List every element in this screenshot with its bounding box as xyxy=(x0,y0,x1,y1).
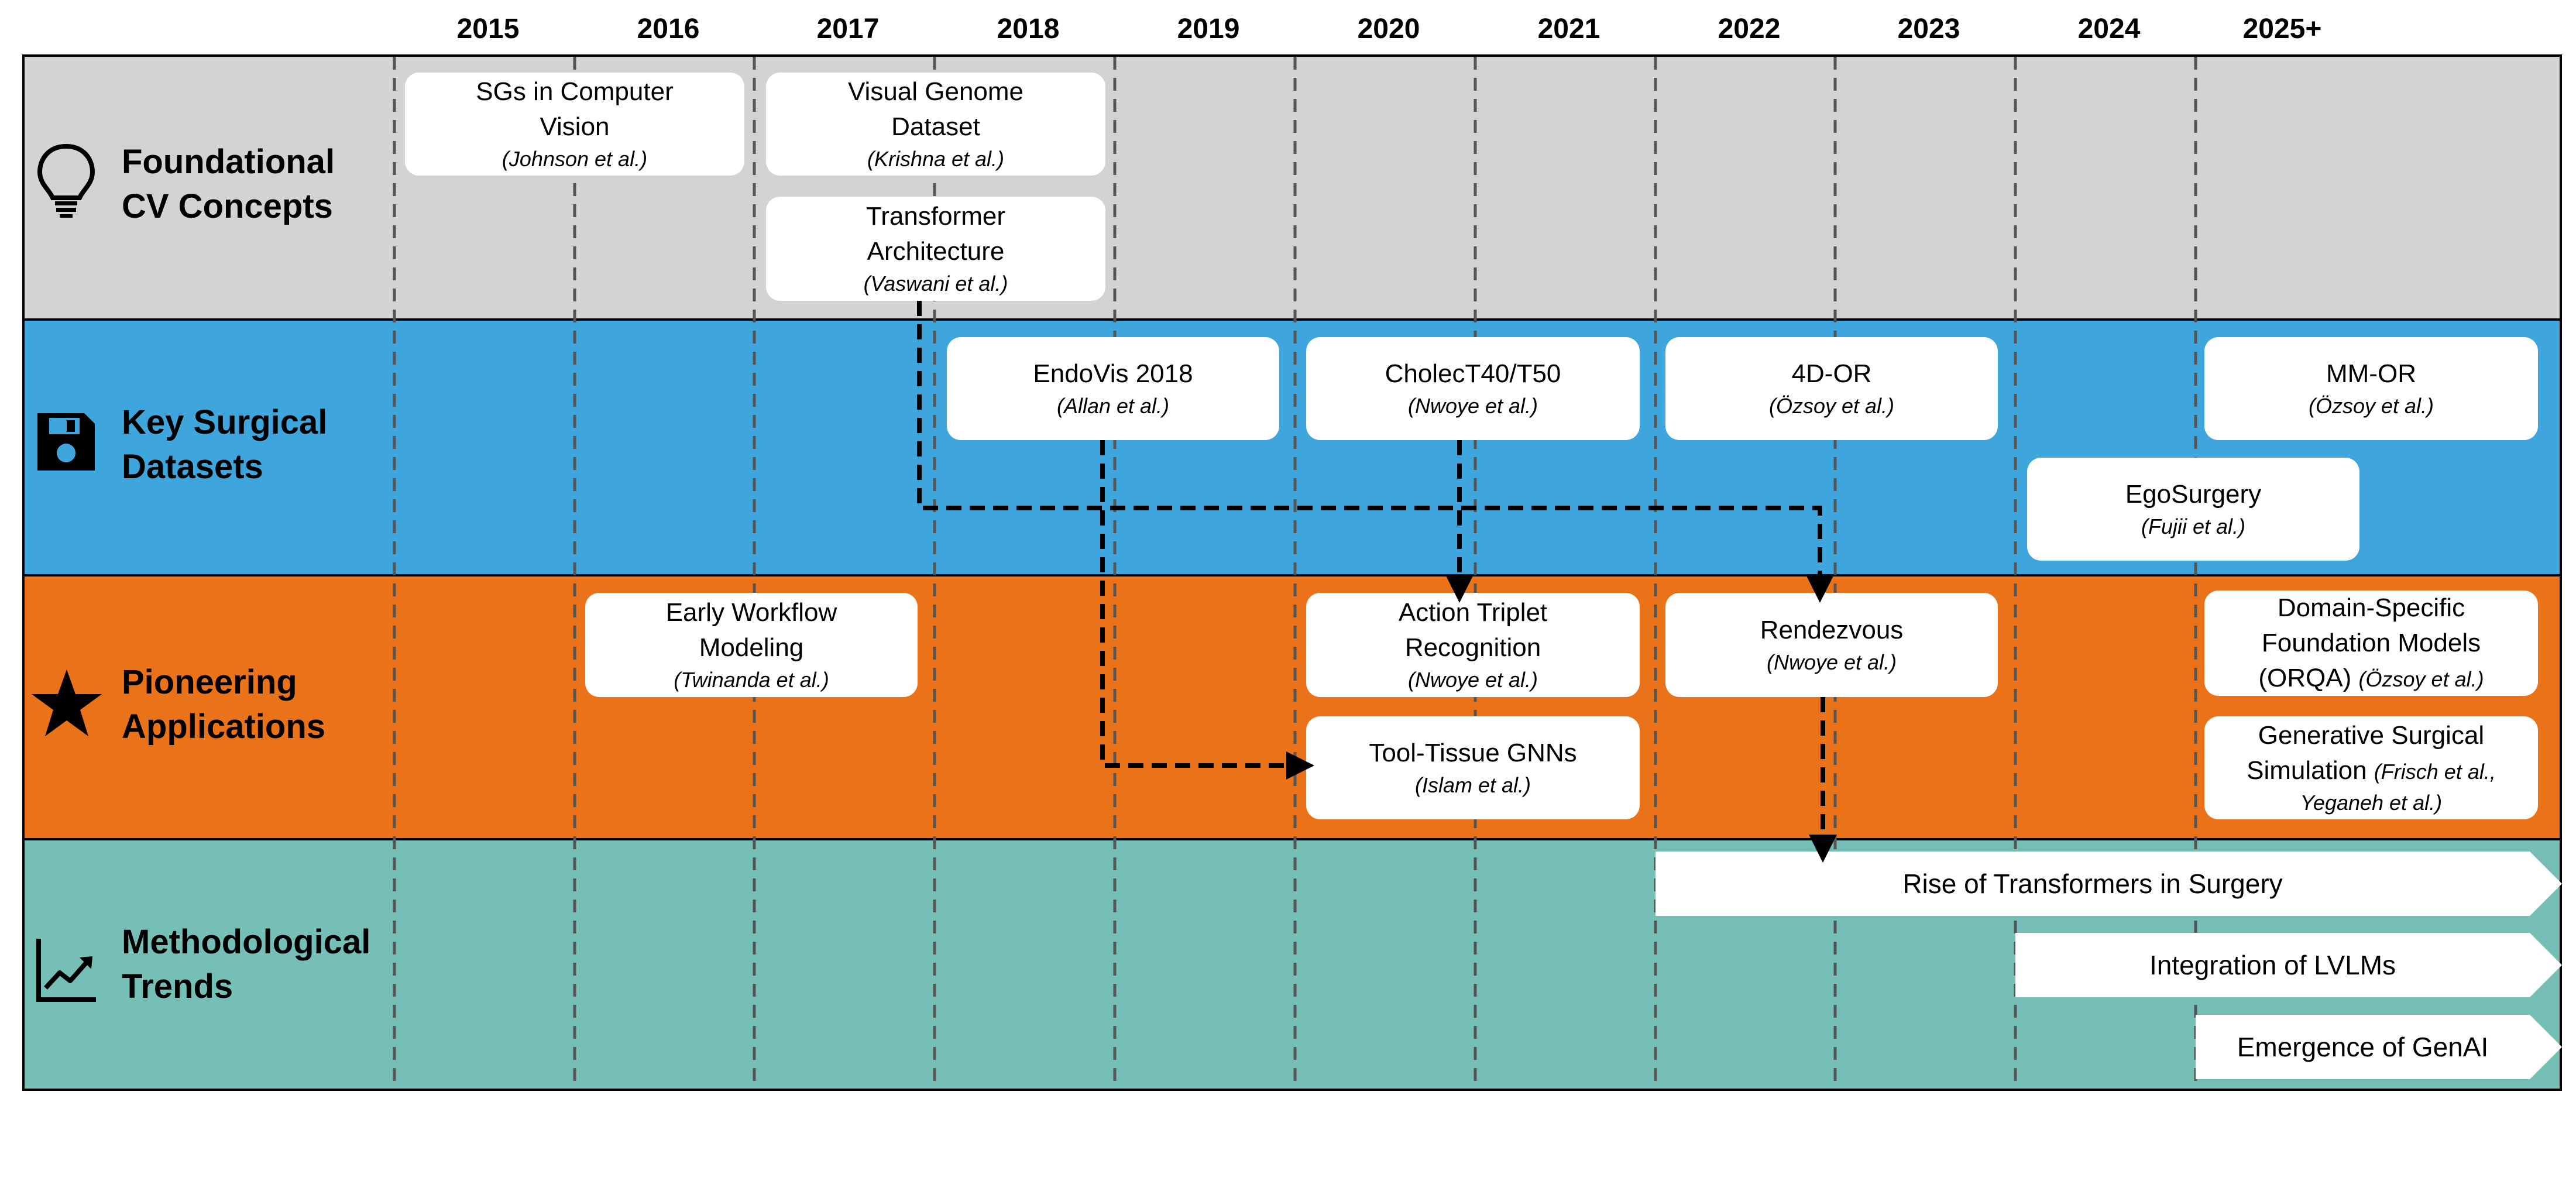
card-title: Transformer xyxy=(866,202,1005,231)
card-title: SGs in Computer xyxy=(476,77,674,106)
year-label: 2019 xyxy=(1177,13,1240,44)
card-citation: Yeganeh et al.) xyxy=(2300,791,2443,815)
card-tool-tissue-gnns: Tool-Tissue GNNs (Islam et al.) xyxy=(1306,716,1640,819)
card-citation: (Fujii et al.) xyxy=(2141,514,2246,538)
lane-label-line: CV Concepts xyxy=(122,187,333,225)
card-title: Simulation xyxy=(2247,756,2367,785)
card-title: Foundation Models xyxy=(2261,629,2481,657)
trend-label: Integration of LVLMs xyxy=(2149,950,2396,980)
trend-arrow-integration-of-lvlms: Integration of LVLMs xyxy=(2015,933,2562,997)
card-egosurgery: EgoSurgery (Fujii et al.) xyxy=(2027,458,2359,561)
card-title: Domain-Specific xyxy=(2277,593,2465,622)
card-title: Visual Genome xyxy=(847,77,1024,106)
lane-label-line: Pioneering xyxy=(122,663,297,701)
card-transformer-architecture: Transformer Architecture (Vaswani et al.… xyxy=(766,197,1105,301)
card-mm-or: MM-OR (Özsoy et al.) xyxy=(2204,337,2538,440)
card-title: (ORQA) xyxy=(2258,664,2352,692)
card-action-triplet-recognition: Action Triplet Recognition (Nwoye et al.… xyxy=(1306,593,1640,697)
card-endovis-2018: EndoVis 2018 (Allan et al.) xyxy=(947,337,1279,440)
lane-label-line: Foundational xyxy=(122,143,335,181)
card-early-workflow-modeling: Early Workflow Modeling (Twinanda et al.… xyxy=(585,593,918,697)
trend-label: Emergence of GenAI xyxy=(2237,1032,2489,1062)
card-citation: (Nwoye et al.) xyxy=(1407,394,1538,418)
card-citation: (Twinanda et al.) xyxy=(674,668,829,692)
card-citation: (Krishna et al.) xyxy=(867,147,1005,171)
card-title: Dataset xyxy=(891,112,980,141)
card-citation: (Allan et al.) xyxy=(1056,394,1170,418)
year-label: 2020 xyxy=(1357,13,1420,44)
card-citation: (Özsoy et al.) xyxy=(1768,394,1895,418)
card-citation: (Johnson et al.) xyxy=(502,147,648,171)
lane-label-trends: Methodological Trends xyxy=(122,920,370,1009)
card-title: Modeling xyxy=(699,633,804,662)
trend-chart-icon xyxy=(36,939,96,1002)
trend-arrow-emergence-of-genai: Emergence of GenAI xyxy=(2196,1015,2562,1079)
lane-label-foundational: Foundational CV Concepts xyxy=(122,140,335,229)
year-label: 2021 xyxy=(1537,13,1600,44)
card-citation: (Vaswani et al.) xyxy=(863,272,1008,296)
year-label: 2017 xyxy=(816,13,880,44)
card-title: Generative Surgical xyxy=(2258,721,2485,750)
lane-label-line: Key Surgical xyxy=(122,403,328,441)
year-label: 2025+ xyxy=(2242,13,2322,44)
lane-label-line: Methodological xyxy=(122,923,371,961)
star-icon xyxy=(32,670,102,736)
card-4d-or: 4D-OR (Özsoy et al.) xyxy=(1665,337,1998,440)
lane-label-line: Applications xyxy=(122,708,326,746)
lightbulb-icon xyxy=(37,143,95,218)
year-label: 2023 xyxy=(1897,13,1960,44)
lane-label-line: Datasets xyxy=(122,448,263,486)
card-title: Tool-Tissue GNNs xyxy=(1369,739,1577,767)
card-title: Action Triplet xyxy=(1398,598,1548,627)
card-generative-surgical-simulation: Generative Surgical Simulation (Frisch e… xyxy=(2204,716,2538,819)
lane-label-applications: Pioneering Applications xyxy=(122,660,325,749)
year-label: 2016 xyxy=(637,13,700,44)
card-title-with-citation: Simulation (Frisch et al., xyxy=(2247,753,2496,788)
card-citation: (Islam et al.) xyxy=(1414,773,1531,797)
card-title: Rendezvous xyxy=(1760,616,1904,644)
lane-label-datasets: Key Surgical Datasets xyxy=(122,400,327,489)
card-sgs-in-computer-vision: SGs in Computer Vision (Johnson et al.) xyxy=(405,73,744,176)
lane-pioneering-applications xyxy=(22,574,2562,840)
card-domain-specific-foundation-models: Domain-Specific Foundation Models (ORQA)… xyxy=(2204,591,2538,696)
year-label: 2022 xyxy=(1718,13,1781,44)
card-citation: (Özsoy et al.) xyxy=(2358,667,2484,691)
card-cholect40-t50: CholecT40/T50 (Nwoye et al.) xyxy=(1306,337,1640,440)
card-title: EgoSurgery xyxy=(2125,480,2262,509)
card-title: Vision xyxy=(540,112,610,141)
trend-label: Rise of Transformers in Surgery xyxy=(1902,869,2283,899)
floppy-disk-icon xyxy=(37,413,95,471)
lane-foundational-cv-concepts xyxy=(22,54,2562,321)
card-title: CholecT40/T50 xyxy=(1385,359,1561,388)
lane-label-line: Trends xyxy=(122,967,233,1005)
card-visual-genome-dataset: Visual Genome Dataset (Krishna et al.) xyxy=(766,73,1105,176)
card-title: Recognition xyxy=(1404,633,1541,662)
trend-arrow-rise-of-transformers: Rise of Transformers in Surgery xyxy=(1655,852,2562,916)
card-citation: (Özsoy et al.) xyxy=(2308,394,2434,418)
card-title: Early Workflow xyxy=(665,598,837,627)
card-title: Architecture xyxy=(867,237,1005,266)
year-label: 2015 xyxy=(456,13,520,44)
year-label: 2018 xyxy=(997,13,1060,44)
card-citation: (Nwoye et al.) xyxy=(1407,668,1538,692)
card-title-with-citation: (ORQA) (Özsoy et al.) xyxy=(2258,661,2484,696)
card-title: EndoVis 2018 xyxy=(1033,359,1193,388)
year-label: 2024 xyxy=(2077,13,2141,44)
card-citation: (Nwoye et al.) xyxy=(1766,650,1897,674)
card-citation: (Frisch et al., xyxy=(2374,760,2496,784)
card-title: 4D-OR xyxy=(1791,359,1872,388)
card-title: MM-OR xyxy=(2326,359,2416,388)
card-rendezvous: Rendezvous (Nwoye et al.) xyxy=(1665,593,1998,697)
